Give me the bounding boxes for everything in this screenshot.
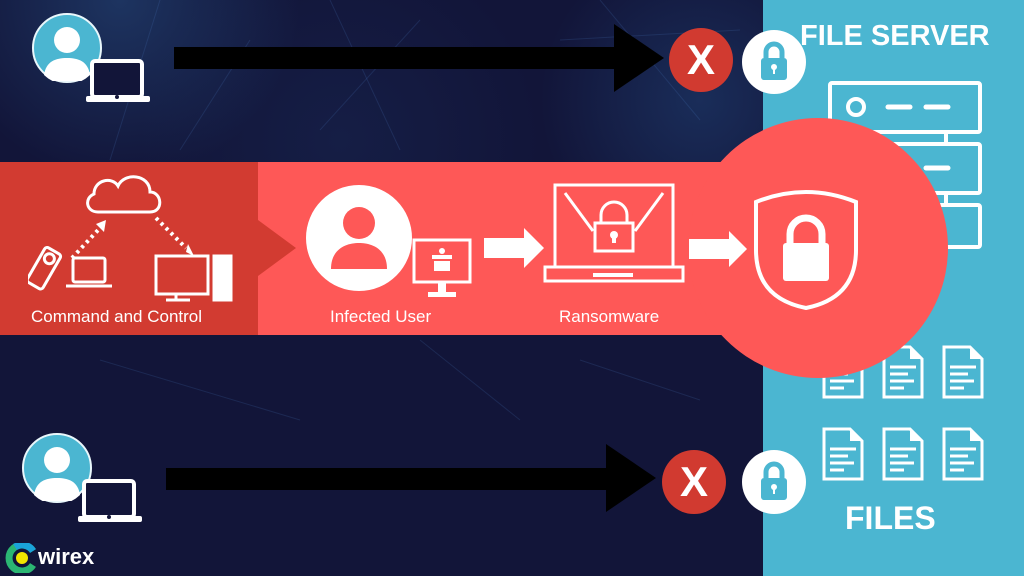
wirex-logo-icon bbox=[5, 543, 36, 573]
lock-icon bbox=[761, 461, 787, 500]
files-title: FILES bbox=[845, 500, 936, 536]
user-silhouette-icon bbox=[44, 27, 90, 81]
stage-label-ransomware: Ransomware bbox=[559, 307, 660, 326]
laptop-icon bbox=[86, 59, 150, 102]
file-icon bbox=[822, 427, 864, 481]
arrow-head-icon bbox=[614, 24, 664, 92]
flow-arrow-icon bbox=[484, 228, 544, 268]
user-silhouette-icon bbox=[331, 207, 387, 269]
lock-badge-bottom bbox=[742, 450, 806, 514]
infected-monitor-icon bbox=[412, 238, 472, 297]
arrow-head-icon bbox=[606, 444, 656, 512]
shield-lock-icon bbox=[754, 190, 858, 311]
lock-badge-top bbox=[742, 30, 806, 94]
user-silhouette-icon bbox=[34, 447, 80, 501]
file-icon bbox=[942, 345, 984, 399]
blocked-x-badge-bottom: X bbox=[662, 450, 726, 514]
stage-label-command-control: Command and Control bbox=[31, 307, 203, 326]
stage-label-infected-user: Infected User bbox=[330, 307, 432, 326]
command-control-section bbox=[0, 162, 258, 335]
lock-icon bbox=[761, 41, 787, 80]
cloud-devices-icon bbox=[28, 175, 233, 302]
brand-name: wirex bbox=[38, 544, 95, 569]
blocked-x-badge-top: X bbox=[669, 28, 733, 92]
file-icon bbox=[942, 427, 984, 481]
access-arrow-top bbox=[174, 47, 624, 69]
file-server-title: FILE SERVER bbox=[800, 20, 990, 52]
flow-arrow-icon bbox=[689, 231, 747, 267]
flow-pointer bbox=[258, 220, 296, 276]
bug-icon bbox=[432, 248, 452, 271]
laptop-icon bbox=[78, 479, 142, 522]
file-icon bbox=[882, 427, 924, 481]
access-arrow-bottom bbox=[166, 468, 616, 490]
locked-laptop-icon bbox=[543, 183, 685, 283]
